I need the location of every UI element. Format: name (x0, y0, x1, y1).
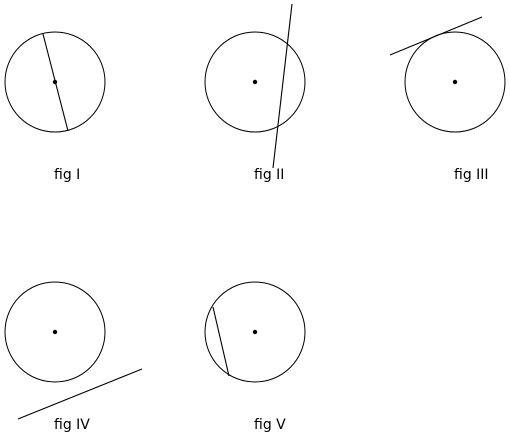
figure-4-center-dot (52, 329, 58, 335)
figure-5-label: fig V (254, 417, 286, 433)
figure-2: fig II (204, 3, 306, 183)
figure-1-diameter-line (42, 33, 69, 132)
figure-4-circle (4, 281, 106, 383)
figure-2-secant-line (272, 3, 293, 169)
figure-5-chord-line (212, 306, 230, 377)
figure-3: fig III (389, 16, 506, 183)
figure-5-center-dot (252, 329, 258, 335)
figure-5-circle (204, 281, 306, 383)
figure-3-circle (404, 31, 506, 133)
figure-2-label: fig II (254, 167, 284, 183)
figure-4-external-line (17, 368, 143, 420)
figure-3-label: fig III (454, 167, 489, 183)
figure-4: fig IV (4, 281, 143, 433)
figure-1-circle (4, 31, 106, 133)
figure-2-circle (204, 31, 306, 133)
figure-3-center-dot (452, 79, 458, 85)
figure-4-label: fig IV (54, 417, 90, 433)
figure-1-label: fig I (54, 167, 80, 183)
figure-3-tangent-line (389, 16, 483, 56)
figure-1: fig I (4, 31, 106, 183)
figure-2-center-dot (252, 79, 258, 85)
figure-5: fig V (204, 281, 306, 433)
